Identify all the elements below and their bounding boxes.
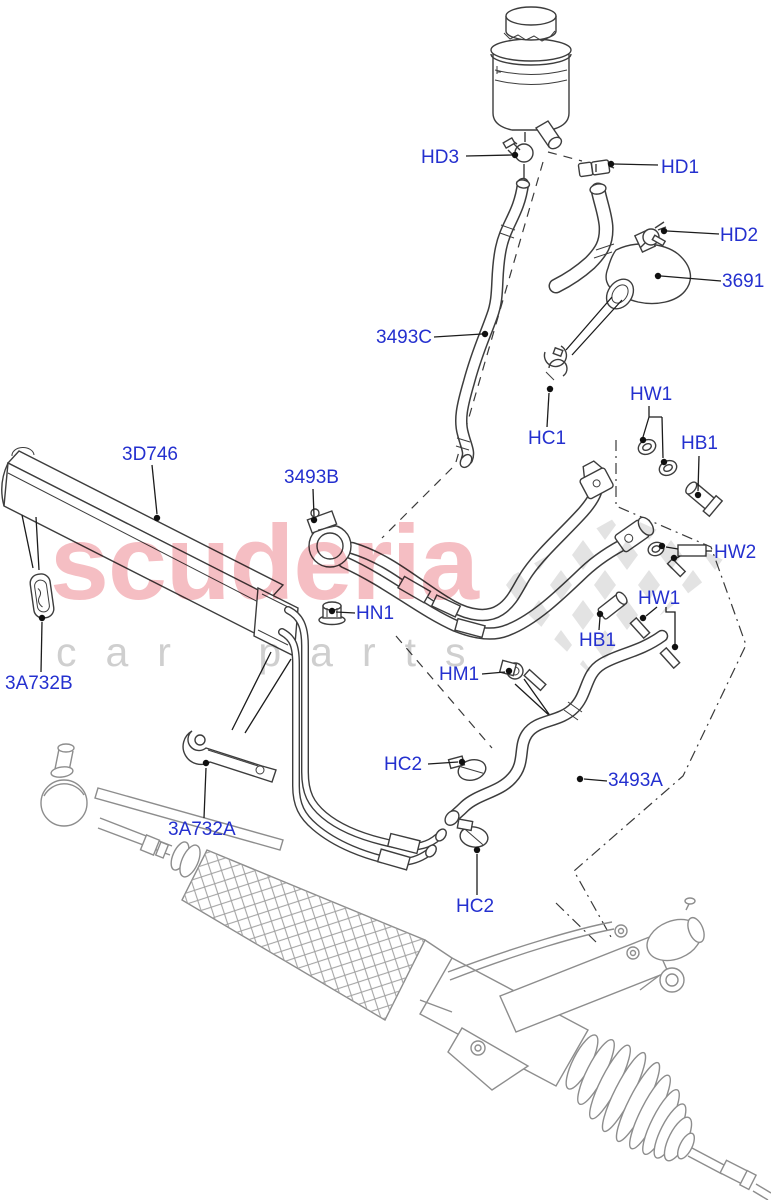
part-label-3493c[interactable]: 3493C: [376, 327, 432, 348]
part-label-hc2b[interactable]: HC2: [456, 896, 495, 917]
cooler-3d746: [1, 446, 299, 658]
part-label-hw2[interactable]: HW2: [714, 542, 757, 563]
hose-3493c: [455, 177, 531, 469]
grommet-3a732b: [29, 573, 55, 619]
rack-pinion-arm: [499, 935, 669, 1033]
part-label-3a732b[interactable]: 3A732B: [5, 673, 73, 694]
hose-3691: [548, 182, 692, 356]
clamp-hc2-lower: [456, 818, 489, 848]
clamp-hc2-upper: [447, 755, 487, 782]
bolt-hb1-upper: [685, 481, 724, 518]
part-label-3493b[interactable]: 3493B: [284, 467, 339, 488]
rack-bellows-right: [565, 1034, 693, 1162]
construction-lines: [381, 151, 747, 943]
bracket-3a732a: [182, 651, 292, 783]
part-label-hn1[interactable]: HN1: [356, 603, 395, 624]
loop-fitting-3493b: [306, 508, 352, 568]
part-label-3a732a[interactable]: 3A732A: [168, 819, 236, 840]
steering-rack: [40, 743, 771, 1200]
part-label-hd3[interactable]: HD3: [421, 147, 460, 168]
part-label-hw1b[interactable]: HW1: [638, 588, 681, 609]
clamp-hc1: [543, 345, 568, 381]
clamp-hd2: [639, 221, 667, 249]
part-label-3d746[interactable]: 3D746: [122, 444, 178, 465]
fluid-reservoir: [490, 6, 572, 180]
part-label-hc2a[interactable]: HC2: [384, 754, 423, 775]
part-label-hd1[interactable]: HD1: [661, 157, 700, 178]
part-label-hb1b[interactable]: HB1: [579, 630, 616, 651]
part-label-hb1a[interactable]: HB1: [681, 433, 718, 454]
rack-boot-left: [181, 849, 426, 1021]
tie-rod-end: [40, 779, 88, 827]
cooler-pipes: [278, 606, 447, 871]
pipe-bracket-fitting: [579, 460, 614, 500]
part-label-3691[interactable]: 3691: [722, 271, 765, 292]
part-label-hw1a[interactable]: HW1: [630, 384, 673, 405]
clamp-hd3: [502, 136, 534, 163]
part-label-3493a[interactable]: 3493A: [608, 770, 663, 791]
part-label-hc1[interactable]: HC1: [528, 428, 567, 449]
part-label-hd2[interactable]: HD2: [720, 225, 759, 246]
part-label-hm1[interactable]: HM1: [439, 664, 480, 685]
